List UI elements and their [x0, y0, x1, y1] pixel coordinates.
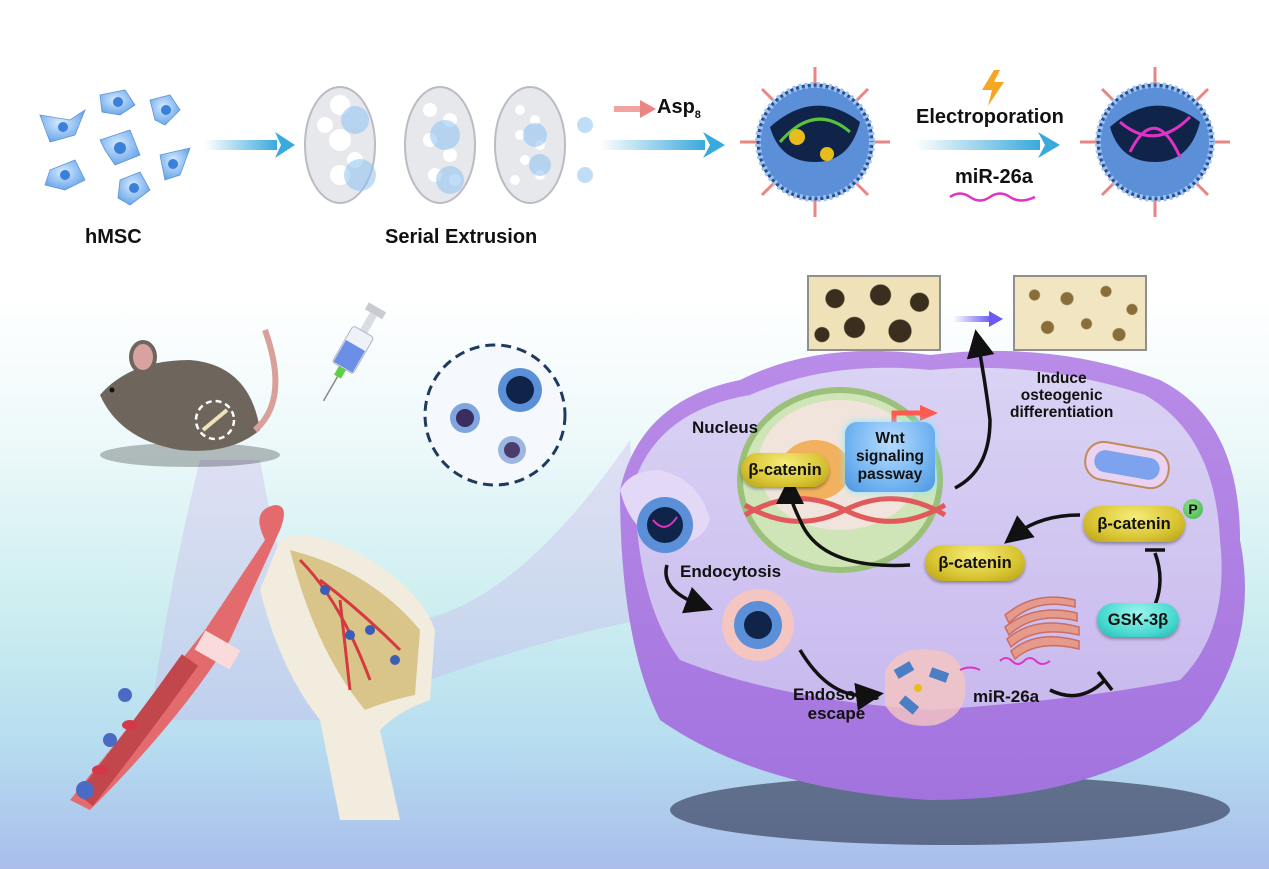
entering-vesicle-icon	[637, 497, 693, 553]
electroporation-label: Electroporation	[916, 106, 1064, 128]
phosphate-badge: P	[1183, 499, 1203, 519]
lightning-icon	[982, 70, 1004, 106]
process-arrow-3	[915, 132, 1060, 158]
mir26a-cell-label: miR-26a	[973, 687, 1040, 706]
bone-cross-section-icon	[260, 535, 435, 820]
loaded-vesicle-icon	[740, 67, 890, 217]
beta-catenin-cytoplasmic-pill: β-catenin	[925, 545, 1025, 581]
serial-extrusion-membranes-icon	[304, 86, 593, 204]
osteoporotic-bone-image	[807, 275, 941, 351]
healthy-bone-image	[1013, 275, 1147, 351]
bone-improvement-arrow	[953, 311, 1003, 327]
gsk3b-pill: GSK-3β	[1097, 603, 1179, 637]
mitochondrion-icon	[1084, 440, 1170, 490]
released-mirna-icon	[999, 657, 1051, 665]
rna-strand-icon	[949, 192, 1036, 202]
golgi-apparatus-icon	[1004, 596, 1080, 661]
mir26a-top-label: miR-26a	[955, 166, 1033, 188]
hmsc-cells-icon	[39, 89, 191, 206]
ruptured-endosome-icon	[885, 649, 981, 726]
asp8-label: Asp8	[657, 96, 701, 121]
vesicle-zoom-circle	[423, 343, 567, 487]
process-arrow-1	[205, 132, 295, 158]
serial-extrusion-label: Serial Extrusion	[385, 226, 538, 248]
endocytosis-label: Endocytosis	[680, 562, 782, 581]
nucleus-label: Nucleus	[692, 418, 759, 437]
phospho-beta-catenin-pill: β-catenin	[1083, 506, 1185, 542]
asp8-peptide-arrow-icon	[614, 100, 656, 118]
beta-catenin-nuclear-pill: β-catenin	[741, 453, 829, 487]
hmsc-label: hMSC	[85, 226, 142, 248]
mir26a-loaded-vesicle-icon	[1080, 67, 1230, 217]
process-arrow-2	[600, 132, 725, 158]
mouse-icon	[100, 328, 280, 467]
endosome-icon	[722, 589, 794, 661]
syringe-icon	[322, 302, 387, 402]
blood-vessel-icon	[70, 505, 284, 810]
